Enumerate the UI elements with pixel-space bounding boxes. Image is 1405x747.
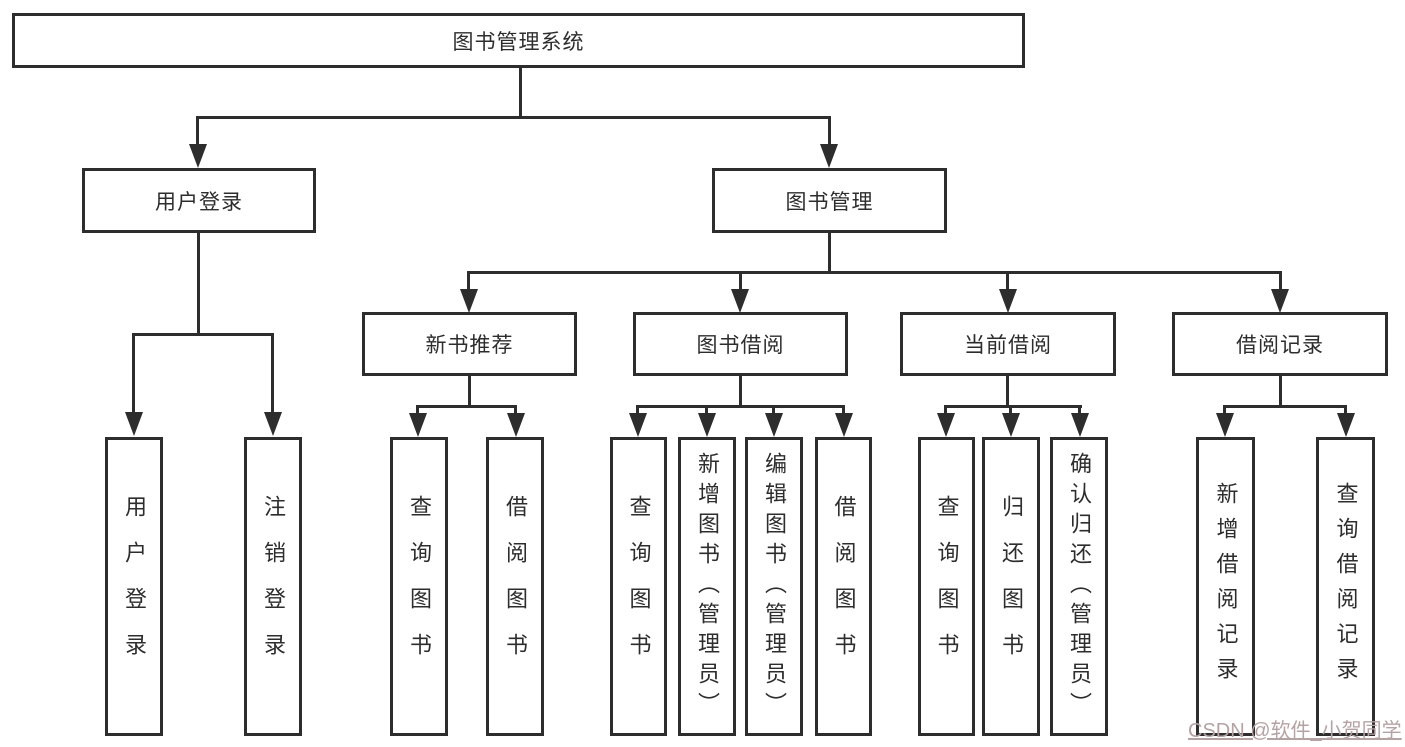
connector-hline (636, 405, 845, 408)
arrowhead-down-icon (125, 412, 143, 436)
leaf-add-borrow-record-label: 新增借阅记录 (1213, 481, 1239, 692)
csdn-watermark: CSDN @软件_小贺同学 (1188, 720, 1402, 742)
connector-hline (467, 271, 1282, 274)
node-borrowing-records-label: 借阅记录 (1236, 334, 1324, 357)
arrowhead-down-icon (731, 289, 749, 313)
connector-vline (416, 405, 419, 415)
arrowhead-down-icon (835, 413, 853, 437)
node-root-label: 图书管理系统 (452, 30, 585, 54)
connector-vline (1279, 376, 1282, 408)
leaf-logout: 注销登录 (244, 437, 302, 736)
leaf-confirm-return-admin-label: 确认归还（管理员） (1067, 451, 1092, 722)
connector-hline (1223, 405, 1347, 408)
connector-vline (197, 233, 200, 335)
leaf-confirm-return-admin: 确认归还（管理员） (1050, 437, 1108, 736)
connector-hline (944, 405, 1082, 408)
connector-vline (468, 376, 471, 408)
connector-vline (467, 271, 470, 291)
node-book-borrowing: 图书借阅 (633, 312, 848, 376)
connector-vline (705, 405, 708, 415)
leaf-query-books-borrow: 查询图书 (610, 437, 667, 736)
leaf-edit-books-admin: 编辑图书（管理员） (745, 437, 803, 736)
leaf-user-login-label: 用户登录 (122, 494, 147, 679)
leaf-query-borrow-record-label: 查询借阅记录 (1333, 481, 1359, 692)
connector-vline (739, 271, 742, 291)
connector-vline (1006, 271, 1009, 291)
node-book-management-label: 图书管理 (785, 190, 874, 214)
leaf-logout-label: 注销登录 (261, 494, 286, 679)
connector-vline (196, 116, 199, 146)
node-new-book-recommendation: 新书推荐 (362, 312, 577, 376)
leaf-query-borrow-record: 查询借阅记录 (1316, 437, 1375, 736)
connector-vline (828, 233, 831, 273)
leaf-borrow-books-recommend: 借阅图书 (486, 437, 544, 736)
node-user-login-label: 用户登录 (155, 190, 243, 214)
node-new-book-recommendation-label: 新书推荐 (425, 334, 514, 357)
leaf-borrow-books-borrow-label: 借阅图书 (831, 494, 857, 679)
connector-vline (842, 405, 845, 415)
node-current-borrowing-label: 当前借阅 (964, 334, 1052, 357)
connector-vline (636, 405, 639, 415)
leaf-user-login: 用户登录 (105, 437, 163, 736)
leaf-add-books-admin: 新增图书（管理员） (678, 437, 736, 736)
connector-vline (828, 116, 831, 146)
arrowhead-down-icon (264, 412, 282, 436)
arrowhead-down-icon (820, 144, 838, 168)
connector-vline (1078, 405, 1081, 415)
arrowhead-down-icon (765, 413, 783, 437)
arrowhead-down-icon (629, 413, 647, 437)
connector-vline (772, 405, 775, 415)
connector-vline (132, 333, 135, 413)
arrowhead-down-icon (460, 289, 478, 313)
arrowhead-down-icon (507, 413, 525, 437)
connector-vline (739, 376, 742, 408)
connector-vline (514, 405, 517, 415)
leaf-borrow-books-recommend-label: 借阅图书 (503, 494, 528, 679)
connector-vline (1223, 405, 1226, 415)
leaf-add-borrow-record: 新增借阅记录 (1196, 437, 1255, 736)
leaf-query-books-borrow-label: 查询图书 (626, 494, 652, 679)
node-current-borrowing: 当前借阅 (900, 312, 1116, 376)
connector-vline (271, 333, 274, 413)
connector-vline (944, 405, 947, 415)
connector-hline (132, 333, 274, 336)
arrowhead-down-icon (1071, 413, 1089, 437)
leaf-edit-books-admin-label: 编辑图书（管理员） (762, 451, 787, 722)
arrowhead-down-icon (1271, 289, 1289, 313)
arrowhead-down-icon (409, 413, 427, 437)
leaf-query-books-recommend-label: 查询图书 (407, 494, 432, 679)
node-root: 图书管理系统 (12, 13, 1025, 68)
leaf-return-books-label: 归还图书 (999, 494, 1024, 679)
arrowhead-down-icon (999, 289, 1017, 313)
connector-vline (1279, 271, 1282, 291)
leaf-query-books-current-label: 查询图书 (934, 494, 960, 679)
arrowhead-down-icon (1002, 413, 1020, 437)
arrowhead-down-icon (1337, 413, 1355, 437)
node-book-borrowing-label: 图书借阅 (696, 334, 785, 357)
node-borrowing-records: 借阅记录 (1172, 312, 1388, 376)
arrowhead-down-icon (1216, 413, 1234, 437)
connector-vline (1344, 405, 1347, 415)
connector-hline (196, 116, 831, 119)
connector-vline (1009, 405, 1012, 415)
leaf-return-books: 归还图书 (982, 437, 1040, 736)
connector-hline (416, 405, 517, 408)
leaf-borrow-books-borrow: 借阅图书 (815, 437, 872, 736)
arrowhead-down-icon (189, 144, 207, 168)
arrowhead-down-icon (698, 413, 716, 437)
leaf-query-books-current: 查询图书 (918, 437, 975, 736)
connector-vline (519, 68, 522, 118)
node-user-login: 用户登录 (82, 168, 316, 233)
leaf-query-books-recommend: 查询图书 (390, 437, 448, 736)
connector-vline (1006, 376, 1009, 408)
leaf-add-books-admin-label: 新增图书（管理员） (695, 451, 720, 722)
node-book-management: 图书管理 (712, 168, 947, 233)
arrowhead-down-icon (937, 413, 955, 437)
